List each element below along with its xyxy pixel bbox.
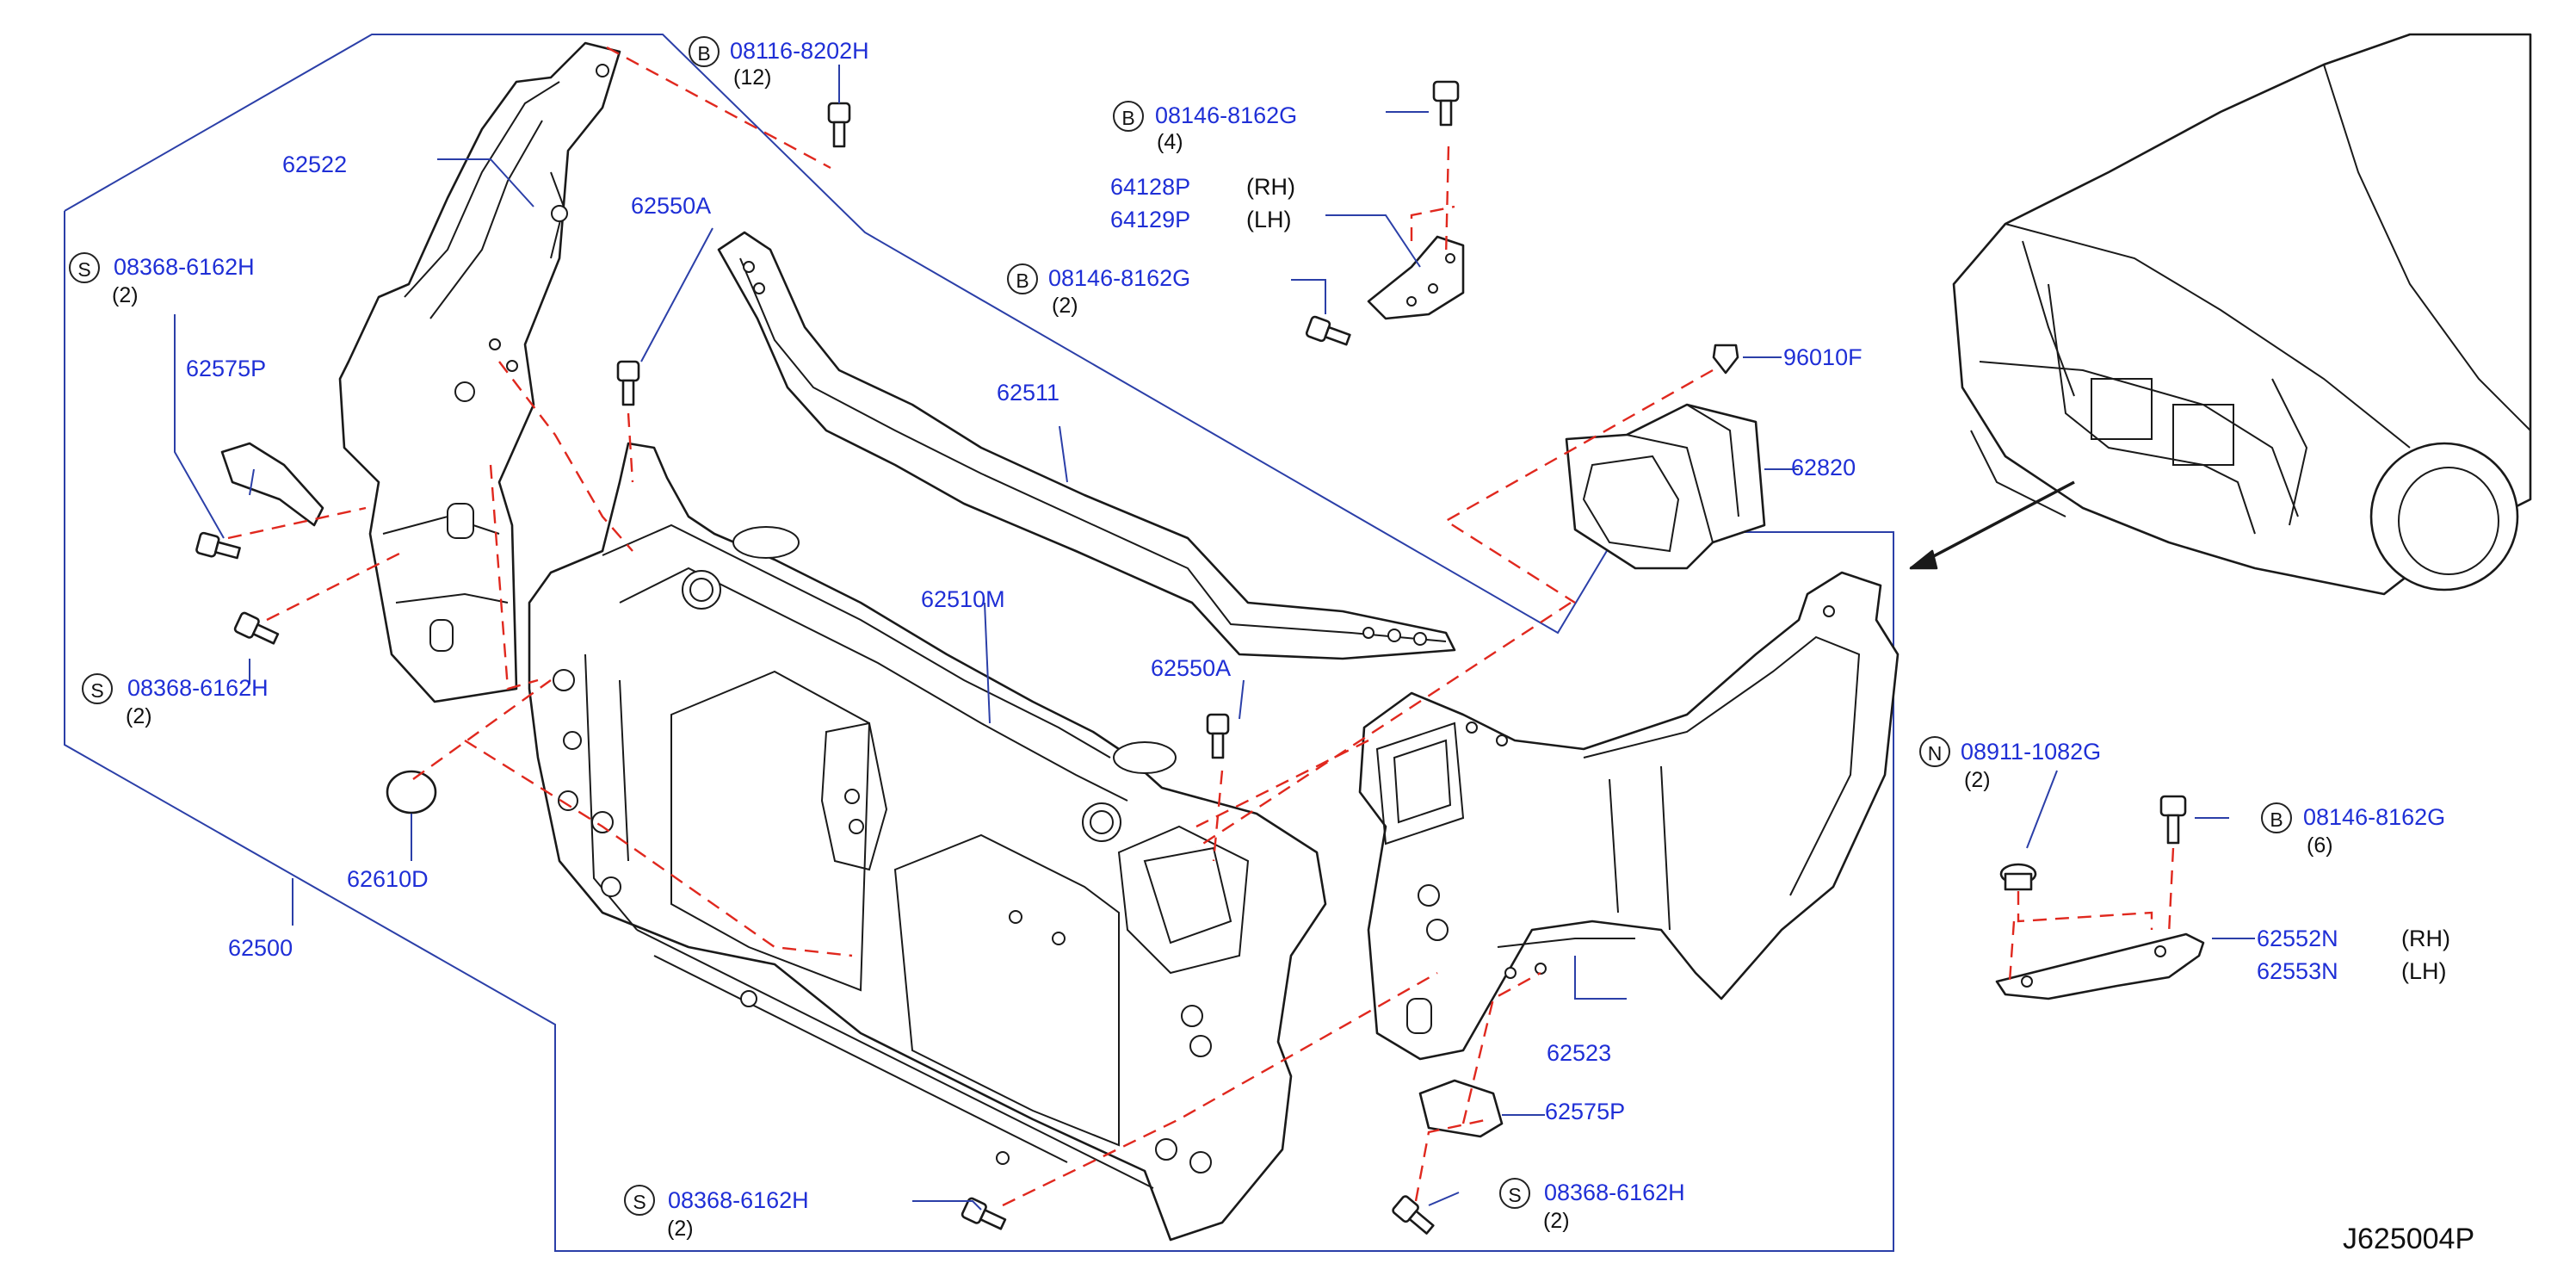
- callout-quantity: (2): [1543, 1209, 1570, 1233]
- callout-badge-s: S: [624, 1185, 655, 1216]
- callout-badge-n: N: [1919, 736, 1950, 767]
- callout-badge-b: B: [1007, 263, 1038, 294]
- callout-part-number[interactable]: 08911-1082G: [1961, 739, 2102, 765]
- callout-badge-s: S: [69, 252, 100, 283]
- callout-part-number[interactable]: 08146-8162G: [1048, 265, 1191, 291]
- left-side-member-62522: [338, 41, 621, 703]
- part-label-64128p[interactable]: 64128P: [1110, 174, 1191, 200]
- radiator-core-support-62510m: [528, 442, 1327, 1242]
- callout-quantity: (2): [126, 704, 152, 728]
- bracket-62552n: [1995, 932, 2205, 1000]
- part-label-62575p-left[interactable]: 62575P: [186, 356, 267, 381]
- part-label-64129p[interactable]: 64129P: [1110, 207, 1191, 232]
- callout-quantity: (6): [2307, 833, 2333, 858]
- part-label-96010f[interactable]: 96010F: [1783, 344, 1863, 370]
- diagram-code: J625004P: [2343, 1223, 2475, 1255]
- part-label-62820[interactable]: 62820: [1791, 455, 1856, 480]
- part-label-62610d[interactable]: 62610D: [347, 866, 429, 892]
- part-label-62550a-mid[interactable]: 62550A: [1151, 655, 1232, 681]
- callout-badge-b: B: [689, 36, 720, 67]
- part-label-62510m[interactable]: 62510M: [921, 586, 1005, 612]
- bracket-64128p: [1367, 235, 1465, 320]
- upper-tie-bar-62511: [717, 231, 1456, 660]
- part-label-62523[interactable]: 62523: [1547, 1040, 1612, 1066]
- part-label-62550a-top[interactable]: 62550A: [631, 193, 712, 219]
- callout-badge-s: S: [1499, 1178, 1530, 1209]
- callout-badge-s: S: [82, 673, 113, 704]
- side-label-rh: (RH): [1246, 174, 1295, 200]
- location-arrow: [1910, 480, 2075, 570]
- callout-badge-b: B: [2261, 802, 2292, 833]
- bracket-62575p-bottom: [1418, 1079, 1504, 1138]
- callout-part-number[interactable]: 08368-6162H: [114, 254, 255, 280]
- leader-lines: [174, 65, 2255, 1211]
- right-side-member-62523: [1358, 571, 1900, 1061]
- callout-badge-b: B: [1113, 101, 1144, 132]
- callout-quantity: (4): [1157, 130, 1183, 154]
- part-label-62511[interactable]: 62511: [997, 380, 1060, 406]
- part-label-62552n[interactable]: 62552N: [2257, 926, 2338, 951]
- part-label-62553n[interactable]: 62553N: [2257, 958, 2338, 984]
- callout-quantity: (12): [733, 65, 772, 90]
- side-label-lh: (LH): [1246, 207, 1292, 232]
- callout-quantity: (2): [112, 283, 139, 307]
- vehicle-location-inset: [1909, 33, 2532, 596]
- side-label-rh: (RH): [2401, 926, 2450, 951]
- part-label-62500[interactable]: 62500: [228, 935, 293, 961]
- callout-part-number[interactable]: 08146-8162G: [1155, 102, 1298, 128]
- bolt-icons: [195, 80, 2187, 1235]
- assembly-frame-line: [64, 34, 1894, 1252]
- callout-quantity: (2): [1052, 294, 1078, 318]
- callout-quantity: (2): [667, 1217, 694, 1241]
- callout-quantity: (2): [1964, 768, 1991, 792]
- part-label-62575p-bottom[interactable]: 62575P: [1545, 1099, 1626, 1124]
- callout-part-number[interactable]: 08368-6162H: [1544, 1180, 1685, 1205]
- bracket-62575p-left: [220, 442, 324, 527]
- part-label-62522[interactable]: 62522: [282, 152, 348, 177]
- callout-part-number[interactable]: 08368-6162H: [668, 1187, 809, 1213]
- side-label-lh: (LH): [2401, 958, 2447, 984]
- callout-part-number[interactable]: 08116-8202H: [730, 38, 869, 64]
- assembly-guide-lines: [227, 46, 2175, 1207]
- air-duct-62820: [1565, 403, 1766, 570]
- callout-part-number[interactable]: 08146-8162G: [2303, 804, 2446, 830]
- plug-62610d: [386, 770, 437, 814]
- callout-part-number[interactable]: 08368-6162H: [127, 675, 269, 701]
